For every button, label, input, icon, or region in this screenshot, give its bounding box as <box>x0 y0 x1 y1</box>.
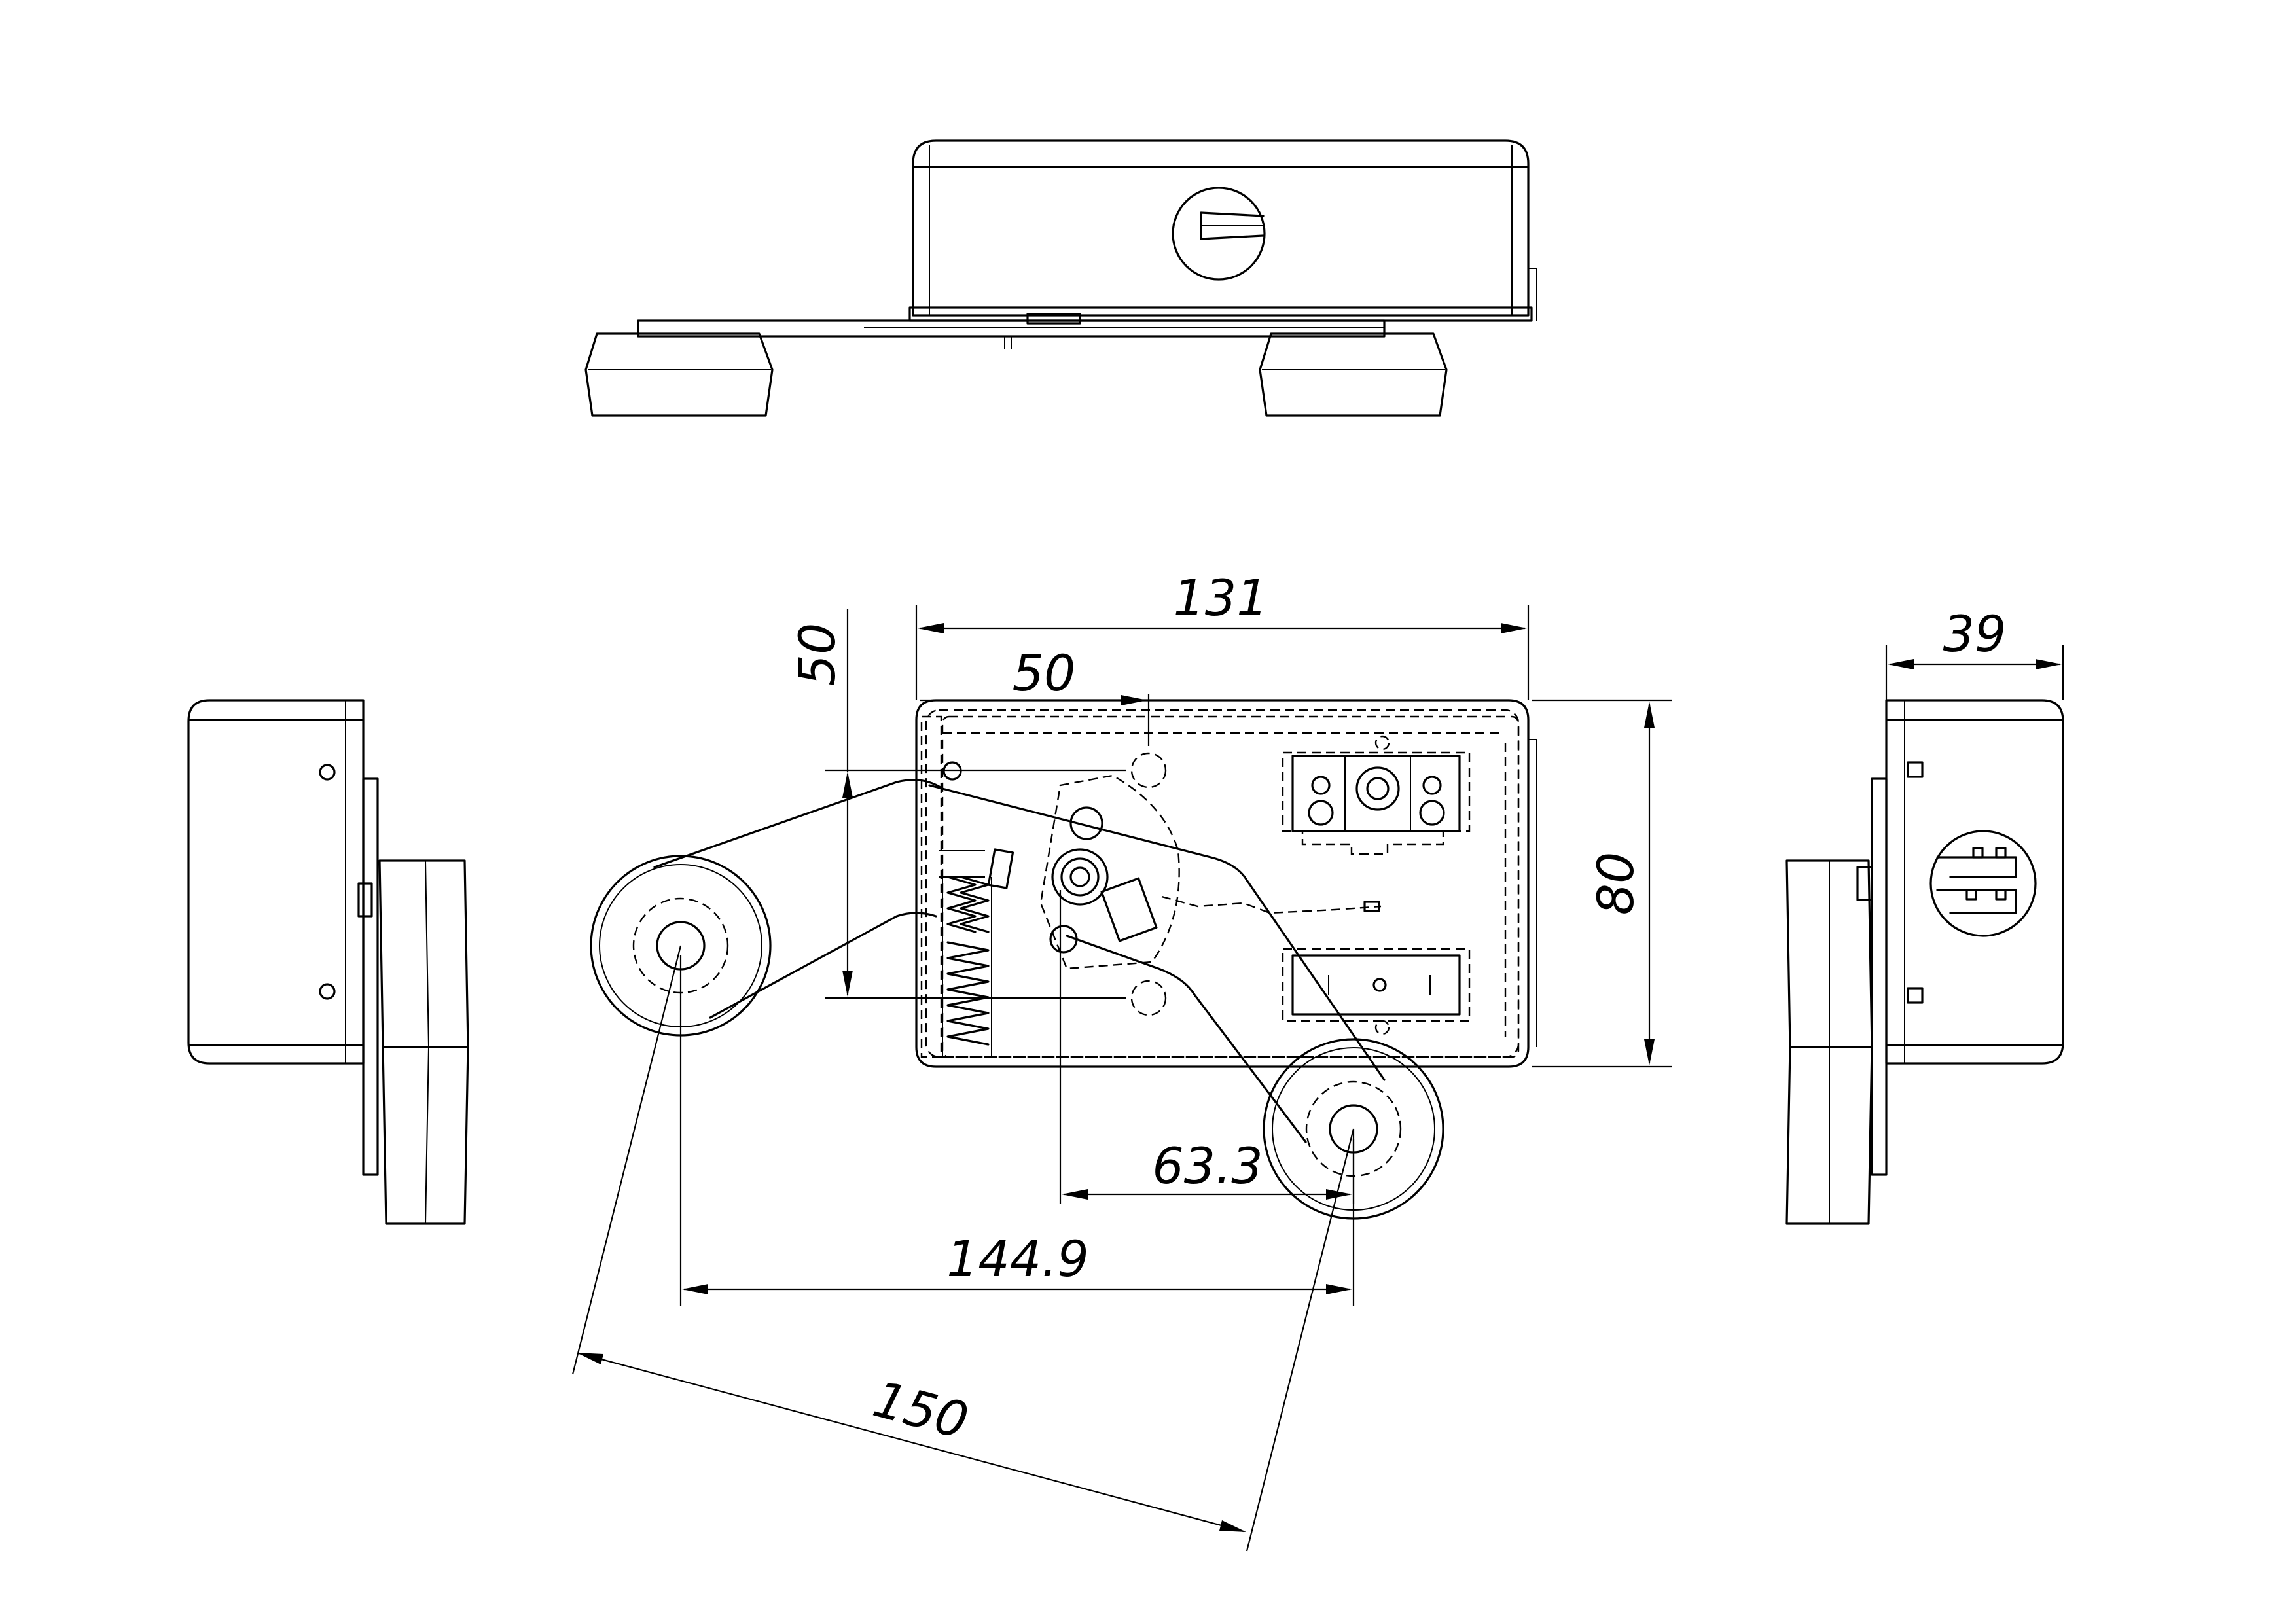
left-view-upper-roller <box>378 859 469 1048</box>
springs <box>942 876 992 1057</box>
dim-39-arrow-right <box>2036 659 2062 669</box>
right-view-key-pin-4 <box>1995 889 2007 901</box>
mechanism-cam-top <box>1069 806 1103 840</box>
left-view-housing <box>187 699 365 1065</box>
dim-63-3-arrow-left <box>1062 1189 1088 1200</box>
dim-150-ext-right <box>1246 1128 1355 1552</box>
terminal-right-screw <box>1419 800 1445 826</box>
right-view-key-pin-3 <box>1965 889 1977 901</box>
top-view-plate-clip <box>1026 313 1081 325</box>
dim-150-ext-left <box>571 945 682 1375</box>
right-view-key-pin-1 <box>1972 847 1984 859</box>
dim-50h-label: 50 <box>1013 644 1076 702</box>
lock-mechanism <box>939 774 1382 970</box>
dim-39-label: 39 <box>1943 605 2007 663</box>
dim-150-arrow-left <box>577 1353 603 1364</box>
mechanism-spindle-inner <box>1069 866 1090 887</box>
dim-50v-arrow-bottom <box>842 971 853 997</box>
front-view-upper-hole <box>1130 752 1167 789</box>
front-view-left-rail <box>920 715 942 1058</box>
upper-spring <box>946 876 977 933</box>
right-view-slot-bottom <box>1907 987 1924 1004</box>
dim-50v-arrow-top <box>842 772 853 798</box>
left-side-view <box>187 699 469 1225</box>
lower-spring <box>946 941 990 1046</box>
terminal-mounting-hole <box>1374 735 1390 751</box>
top-view-housing <box>912 139 1530 317</box>
dim-150-arrow-right <box>1219 1520 1246 1532</box>
right-view-key-pin-2 <box>1995 847 2007 859</box>
top-view-flange <box>908 306 1533 322</box>
front-view-housing <box>915 699 1530 1068</box>
right-view-key-cylinder <box>1929 830 2037 937</box>
mechanism-link-wire <box>1161 895 1382 914</box>
dim-63-3-arrow-right <box>1326 1189 1352 1200</box>
lower-bracket-frame <box>1291 954 1461 1016</box>
dim-150-label: 150 <box>867 1370 974 1451</box>
front-view-inner-outline <box>925 709 1520 1058</box>
dim-39-arrow-left <box>1888 659 1914 669</box>
mechanism-wire-end <box>1363 901 1380 912</box>
terminal-left-screw <box>1308 800 1334 826</box>
upper-spring-2 <box>960 876 990 933</box>
dim-63-3-label: 63.3 <box>1152 1137 1263 1195</box>
dim-80-arrow-bottom <box>1644 1039 1655 1065</box>
terminal-block-frame <box>1291 755 1461 832</box>
terminal-center-screw <box>1355 766 1400 811</box>
left-view-lower-roller-line <box>425 1046 429 1224</box>
dim-80-label: 80 <box>1587 852 1645 916</box>
mechanism-left-block <box>987 848 1014 889</box>
dim-131-arrow-right <box>1501 623 1527 633</box>
dim-150-line <box>579 1352 1244 1533</box>
top-view <box>584 139 1537 417</box>
right-view-slot-top <box>1907 761 1924 778</box>
left-view-lower-roller <box>382 1046 469 1225</box>
right-view-key-detail <box>1936 856 2017 914</box>
mechanism-latch-block <box>1100 877 1158 942</box>
right-roller-arm <box>928 784 1386 1143</box>
right-side-view <box>1785 699 2064 1225</box>
mechanism-spindle-outer <box>1051 848 1109 906</box>
terminal-left-screw-top <box>1311 776 1331 795</box>
left-view-clip <box>357 882 373 918</box>
lower-bracket-center-hole <box>1372 978 1387 992</box>
dim-144-9-arrow-right <box>1326 1284 1352 1294</box>
front-view <box>590 699 1537 1220</box>
mechanism-cam-outline <box>1039 774 1180 970</box>
dim-131-label: 131 <box>1173 569 1268 627</box>
dim-144-9-arrow-left <box>682 1284 708 1294</box>
right-view-clip <box>1856 866 1873 901</box>
lower-bracket-body <box>1282 948 1471 1022</box>
front-view-lower-hole <box>1130 980 1167 1016</box>
lower-bracket <box>1282 948 1471 1035</box>
right-view-plate <box>1871 777 1888 1176</box>
top-view-left-roller <box>584 332 774 417</box>
dim-80-arrow-top <box>1644 702 1655 728</box>
terminal-block <box>1282 735 1471 855</box>
lower-bracket-bottom-hole <box>1374 1020 1390 1035</box>
left-view-screw-top <box>319 764 336 781</box>
terminal-center-screw-inner <box>1366 777 1390 800</box>
terminal-right-screw-top <box>1422 776 1442 795</box>
right-view-housing <box>1885 699 2064 1065</box>
left-roller-arm <box>653 779 944 1019</box>
dim-144-9-label: 144.9 <box>946 1230 1089 1288</box>
top-view-right-roller <box>1259 332 1448 417</box>
dim-131-arrow-left <box>918 623 944 633</box>
left-view-screw-bottom <box>319 983 336 1000</box>
left-view-plate <box>362 777 379 1176</box>
top-view-key-cylinder <box>1172 187 1266 281</box>
dim-50h-arrow <box>1121 695 1147 705</box>
dim-50v-label: 50 <box>788 623 846 687</box>
mechanism-spindle <box>1060 857 1100 897</box>
front-view-inner-outline-2 <box>941 715 1520 1058</box>
right-view-lower-roller <box>1785 1046 1873 1225</box>
left-view-upper-roller-line <box>425 860 429 1048</box>
